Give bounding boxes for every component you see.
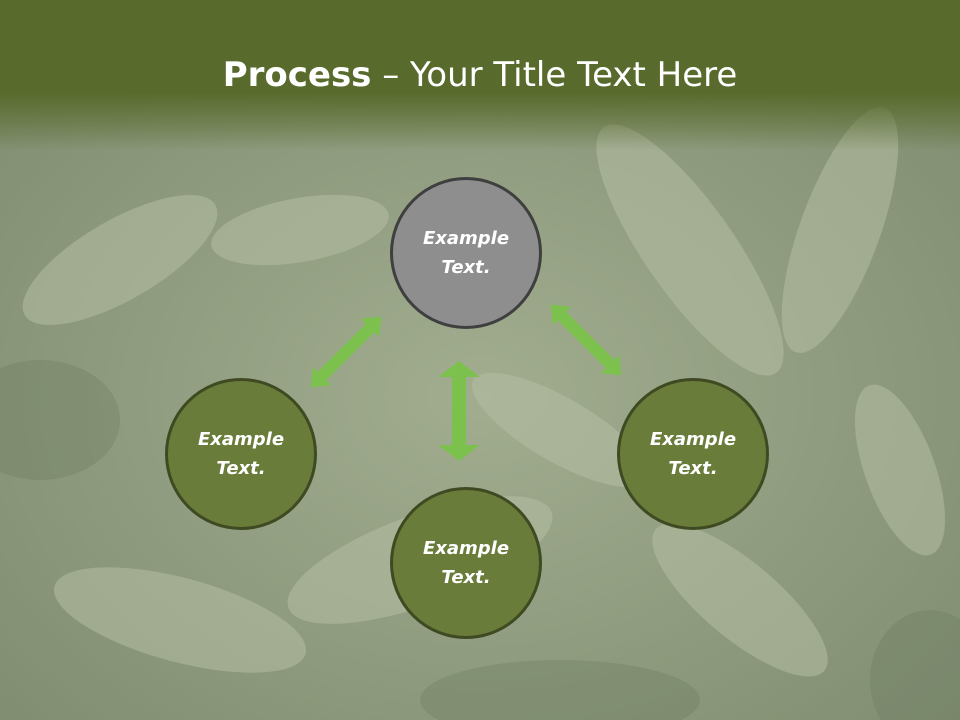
process-node-right: Example Text. <box>617 378 769 530</box>
process-node-left: Example Text. <box>165 378 317 530</box>
connector-arrows <box>310 304 622 461</box>
node-label-line2: Text. <box>441 567 491 588</box>
node-label-line1: Example <box>422 228 510 249</box>
process-node-top: Example Text. <box>390 177 542 329</box>
slide-title: Process – Your Title Text Here <box>0 52 960 98</box>
double-arrow-left <box>310 316 382 388</box>
node-label-line1: Example <box>649 429 737 450</box>
title-rest: – Your Title Text Here <box>371 55 738 95</box>
title-bold: Process <box>222 55 372 95</box>
node-label-line2: Text. <box>668 458 718 479</box>
node-label-line1: Example <box>422 538 510 559</box>
node-label-line2: Text. <box>441 257 491 278</box>
double-arrow-right <box>550 304 622 376</box>
process-node-bottom: Example Text. <box>390 487 542 639</box>
double-arrow-vertical <box>438 361 480 461</box>
node-label-line2: Text. <box>216 458 266 479</box>
title-bar <box>0 0 960 150</box>
node-label-line1: Example <box>197 429 285 450</box>
